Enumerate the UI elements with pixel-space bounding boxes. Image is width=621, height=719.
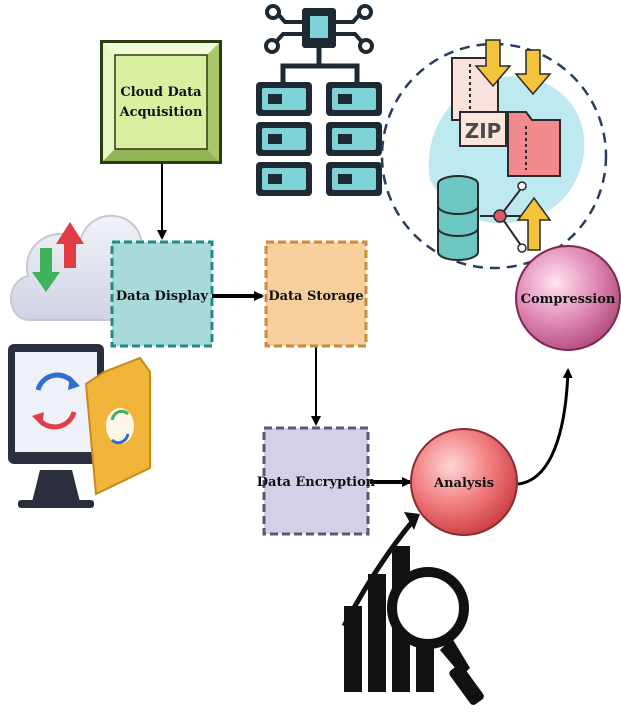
zip-label: ZIP	[465, 119, 502, 143]
node-data-encryption: Data Encryption	[257, 426, 376, 536]
node-data-display: Data Display	[110, 240, 214, 348]
bar-chart-magnifier-icon	[341, 512, 484, 705]
node-compression-label: Compression	[521, 292, 616, 307]
node-acquisition-label-line1: Cloud Data	[120, 85, 202, 100]
node-analysis: Analysis	[410, 428, 518, 536]
node-cloud-data-acquisition: Cloud Data Acquisition	[100, 40, 222, 164]
arrow-analysis-to-compression	[517, 368, 573, 486]
zip-archive-folders-icon: ZIP	[380, 39, 608, 270]
node-storage-label: Data Storage	[268, 289, 363, 304]
node-data-storage: Data Storage	[264, 240, 368, 348]
node-compression: Compression	[515, 245, 621, 351]
node-display-label: Data Display	[116, 289, 209, 304]
server-rack-icon	[256, 4, 382, 196]
node-encryption-label: Data Encryption	[257, 475, 376, 490]
node-acquisition-label-line2: Acquisition	[119, 105, 203, 120]
node-analysis-label: Analysis	[433, 476, 494, 491]
